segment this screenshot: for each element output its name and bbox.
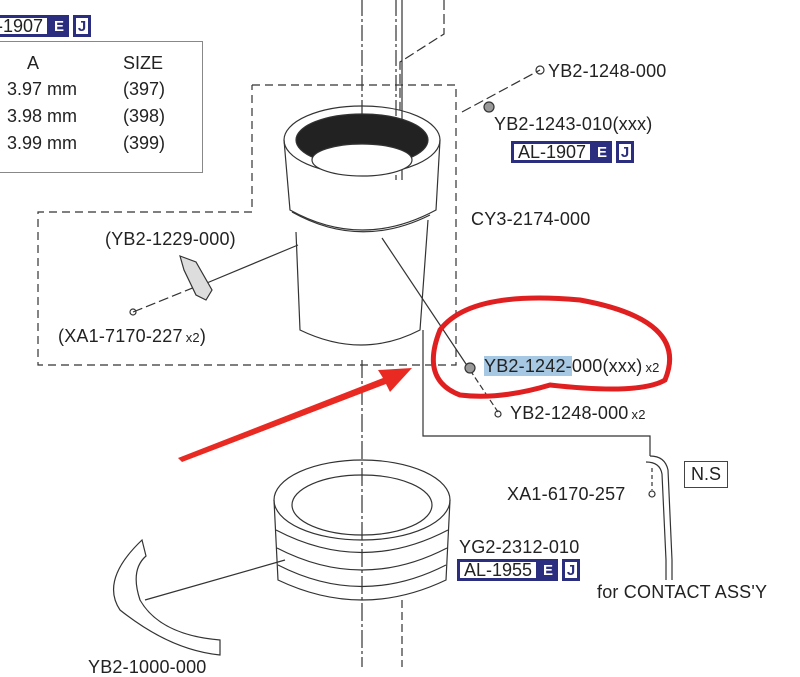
badge-j: J bbox=[73, 15, 92, 37]
badge-e: E bbox=[592, 141, 613, 163]
badge-code: -1907 bbox=[0, 15, 51, 37]
header-size: SIZE bbox=[123, 53, 164, 73]
part-label-cy3-2174: CY3-2174-000 bbox=[471, 209, 591, 229]
text-selection-highlight: YB2-1242- bbox=[484, 356, 572, 376]
part-label-yb2-1243: YB2-1243-010(xxx) bbox=[494, 114, 653, 134]
ns-box: N.S bbox=[684, 461, 729, 488]
cell-a-3: 3.99 mm bbox=[7, 133, 78, 153]
badge-j: J bbox=[562, 559, 581, 581]
badge-j: J bbox=[616, 141, 635, 163]
badge-code: AL-1955 bbox=[457, 559, 540, 581]
badge-e: E bbox=[49, 15, 70, 37]
part-label-yb2-1248: YB2-1248-000 bbox=[548, 61, 667, 81]
size-table: A SIZE 3.97 mm (397) 3.98 mm (398) 3.99 … bbox=[0, 41, 203, 173]
cell-size-2: (398) bbox=[123, 106, 166, 126]
cell-a-2: 3.98 mm bbox=[7, 106, 78, 126]
part-label-cutoff: YB2-1000-000 bbox=[88, 657, 207, 677]
part-label-yb2-1242: YB2-1242-000(xxx)x2 bbox=[484, 356, 660, 376]
badge-code: AL-1907 bbox=[511, 141, 594, 163]
red-arrow-annotation bbox=[178, 368, 412, 462]
part-label-yg2-2312: YG2-2312-010 bbox=[459, 537, 580, 557]
part-badge-al-1955: AL-1955 E J bbox=[457, 559, 581, 581]
red-circle-annotation bbox=[430, 295, 672, 399]
header-a: A bbox=[27, 53, 40, 73]
top-part-badge: -1907 E J bbox=[0, 15, 92, 37]
cell-a-1: 3.97 mm bbox=[7, 79, 78, 99]
cell-size-3: (399) bbox=[123, 133, 166, 153]
part-label-yb2-1229: (YB2-1229-000) bbox=[105, 229, 236, 249]
badge-e: E bbox=[538, 559, 559, 581]
part-badge-al-1907: AL-1907 E J bbox=[511, 141, 635, 163]
part-label-xa1-6170: XA1-6170-257 bbox=[507, 484, 626, 504]
contact-assy-label: for CONTACT ASS'Y bbox=[597, 582, 768, 602]
cell-size-1: (397) bbox=[123, 79, 166, 99]
